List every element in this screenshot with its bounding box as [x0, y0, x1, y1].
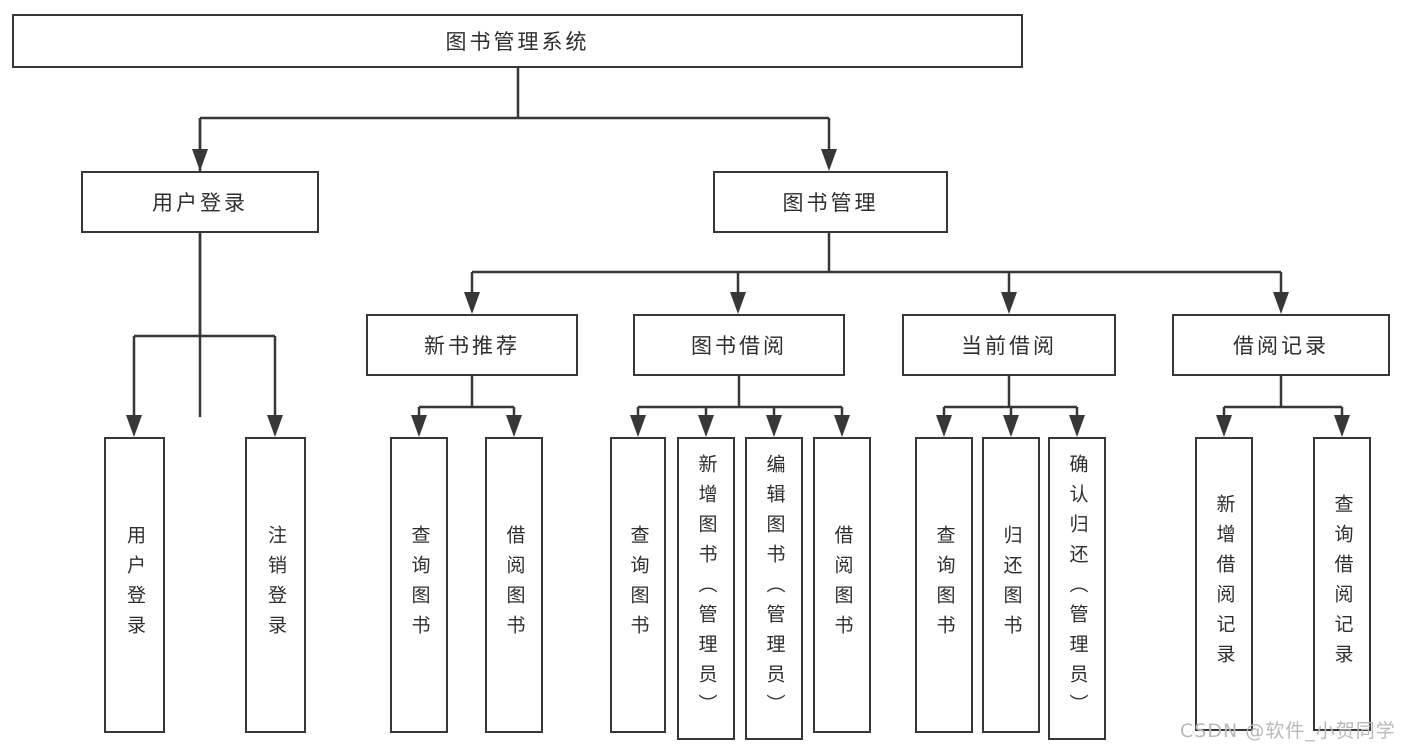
node-root: 图书管理系统	[12, 14, 1023, 68]
connector-new-book-rec-children	[411, 376, 522, 437]
connector-book-mgmt-children	[464, 233, 1289, 314]
node-user-login: 用户登录	[81, 171, 319, 233]
leaf-current-return-books: 归还图书	[982, 437, 1040, 733]
leaf-logout-login: 注销登录	[245, 437, 306, 733]
leaf-newbook-borrow-books: 借阅图书	[485, 437, 543, 733]
node-book-borrow: 图书借阅	[633, 314, 845, 376]
csdn-watermark: CSDN @软件_小贺同学	[1180, 720, 1396, 742]
leaf-record-add-record: 新增借阅记录	[1195, 437, 1253, 731]
node-current-borrow: 当前借阅	[902, 314, 1116, 376]
node-book-mgmt: 图书管理	[713, 171, 948, 233]
leaf-newbook-query-books: 查询图书	[390, 437, 448, 733]
leaf-borrow-add-books-admin: 新增图书（管理员）	[677, 437, 735, 740]
node-borrow-record: 借阅记录	[1172, 314, 1390, 376]
connector-user-login-children	[126, 233, 283, 437]
leaf-borrow-query-books: 查询图书	[610, 437, 666, 733]
leaf-user-login: 用户登录	[104, 437, 165, 733]
connector-book-borrow-children	[630, 376, 850, 437]
leaf-borrow-edit-books-admin: 编辑图书（管理员）	[745, 437, 803, 740]
leaf-record-query-record: 查询借阅记录	[1313, 437, 1371, 731]
connector-current-borrow-children	[936, 376, 1085, 437]
leaf-current-confirm-return-admin: 确认归还（管理员）	[1048, 437, 1106, 740]
node-new-book-rec: 新书推荐	[366, 314, 578, 376]
leaf-borrow-borrow-books: 借阅图书	[813, 437, 871, 733]
connector-borrow-record-children	[1216, 376, 1350, 437]
leaf-current-query-books: 查询图书	[915, 437, 973, 733]
connector-root-to-level2	[192, 68, 837, 417]
